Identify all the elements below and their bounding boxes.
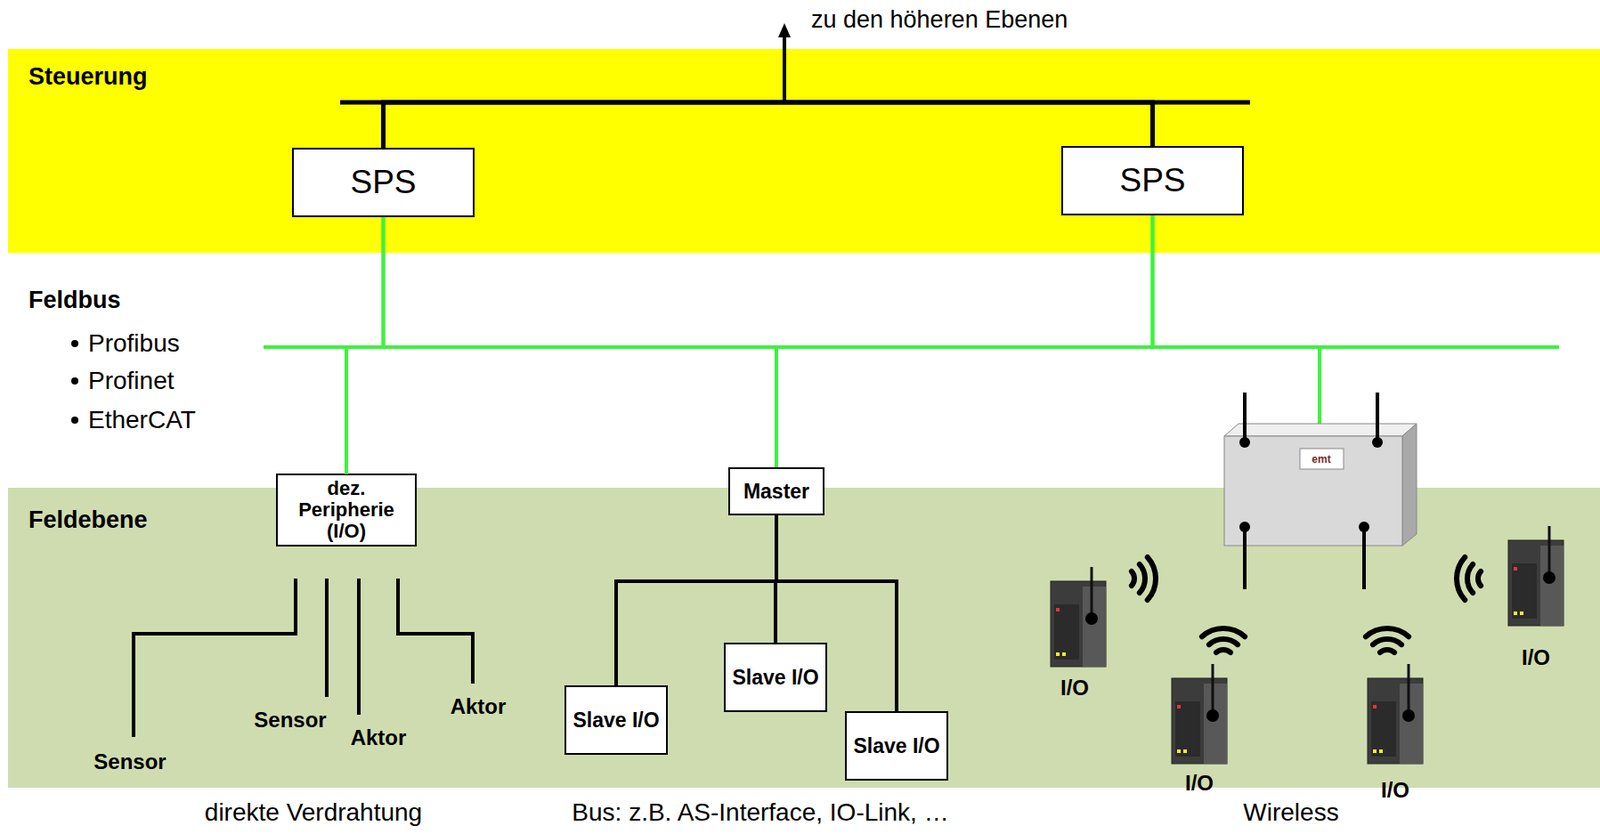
bus-type: Profibus [88, 330, 180, 358]
wireless-io-device [1508, 526, 1564, 626]
wave-arc [1131, 571, 1135, 586]
fieldbus-drop [1317, 347, 1322, 426]
device-label-holder: I/O [1185, 771, 1214, 796]
device-label: I/O [1060, 676, 1089, 700]
bus-type: EtherCAT [88, 406, 196, 434]
actuator-label: Aktor [450, 695, 507, 719]
sensor-label: Sensor [253, 708, 326, 732]
master-box: Master [728, 467, 825, 516]
wave-arc [1202, 628, 1245, 637]
uplink-arrow [782, 35, 787, 103]
logo-text: emt [1311, 454, 1331, 466]
bus-heading-holder: Feldbus [28, 287, 122, 314]
box-label: Slave I/O [572, 709, 659, 732]
plc-box: SPS [1061, 146, 1244, 216]
device-label-holder: I/O [1521, 646, 1551, 670]
device-label: I/O [1380, 779, 1410, 803]
logo-text-holder: emt [1311, 454, 1331, 466]
bus-connector [616, 515, 777, 686]
uplink-caption: zu den höheren Ebenen [811, 7, 1068, 33]
box-label: Slave I/O [731, 666, 819, 690]
wave-arc [1478, 571, 1481, 586]
bullet [71, 340, 79, 348]
wave-arc [1139, 564, 1146, 593]
wireless-io-device [1050, 567, 1106, 667]
box-label: SPS [349, 164, 416, 201]
wave-arc [1456, 557, 1465, 601]
slave-box: Slave I/O [564, 685, 667, 756]
actuator-label: Aktor [350, 726, 407, 750]
bus-connector [383, 217, 778, 468]
arrow-head [778, 23, 791, 38]
slave-box: Slave I/O [844, 711, 948, 781]
bus-type-holder: Profinet [88, 367, 175, 395]
section-caption-holder: Bus: z.B. AS-Interface, IO-Link, … [571, 799, 949, 827]
wave-arc [1467, 564, 1473, 593]
bus-connector [346, 215, 1154, 474]
box-label: SPS [1119, 162, 1186, 199]
wave-arc [1365, 628, 1409, 637]
section-caption: Wireless [1242, 799, 1339, 827]
bus-type: Profinet [88, 367, 175, 395]
actuator-label-holder: Aktor [350, 726, 407, 750]
bullet [71, 377, 79, 385]
section-caption-holder: Wireless [1242, 799, 1339, 827]
bus-connector [383, 102, 1154, 148]
device-label: I/O [1521, 646, 1551, 670]
bus-connector [776, 215, 1154, 468]
device-label: I/O [1185, 771, 1214, 796]
level-title: Steuerung [28, 64, 148, 90]
sensor-label-holder: Sensor [93, 750, 166, 774]
box-label: Slave I/O [852, 735, 940, 758]
actuator-label-holder: Aktor [450, 695, 507, 719]
bus-connector [776, 515, 897, 712]
box-label: Master [743, 480, 810, 504]
uplink-caption-holder: zu den höheren Ebenen [811, 7, 1068, 33]
wave-arc [1209, 639, 1238, 645]
access-point [1224, 392, 1417, 590]
bus-type-holder: EtherCAT [88, 406, 196, 434]
device-label-holder: I/O [1380, 779, 1410, 803]
sensor-label: Sensor [93, 750, 166, 774]
bus-type-holder: Profibus [88, 330, 180, 358]
io-box: dez. Peripherie (I/O) [276, 473, 417, 546]
wireless-io-device [1367, 664, 1423, 764]
wave-arc [1147, 557, 1156, 601]
control-level-band: SPS SPS Steuerung [8, 48, 1600, 253]
section-caption: direkte Verdrahtung [204, 799, 423, 827]
bus-heading: Feldbus [28, 287, 122, 314]
wave-arc [1216, 649, 1231, 653]
box-label: dez. Peripherie (I/O) [284, 478, 409, 542]
wave-arc [1372, 639, 1402, 645]
slave-box: Slave I/O [723, 642, 827, 713]
sensor-label-holder: Sensor [253, 708, 326, 732]
plc-box: SPS [292, 147, 475, 218]
level-title: Feldebene [28, 507, 148, 534]
direct-wires [133, 578, 473, 738]
section-caption-holder: direkte Verdrahtung [204, 799, 423, 827]
section-caption: Bus: z.B. AS-Interface, IO-Link, … [571, 799, 949, 827]
radio-waves [1131, 557, 1481, 653]
wave-arc [1380, 649, 1395, 653]
wireless-io-device [1171, 664, 1227, 764]
bullet [71, 416, 79, 424]
device-label-holder: I/O [1060, 676, 1089, 700]
